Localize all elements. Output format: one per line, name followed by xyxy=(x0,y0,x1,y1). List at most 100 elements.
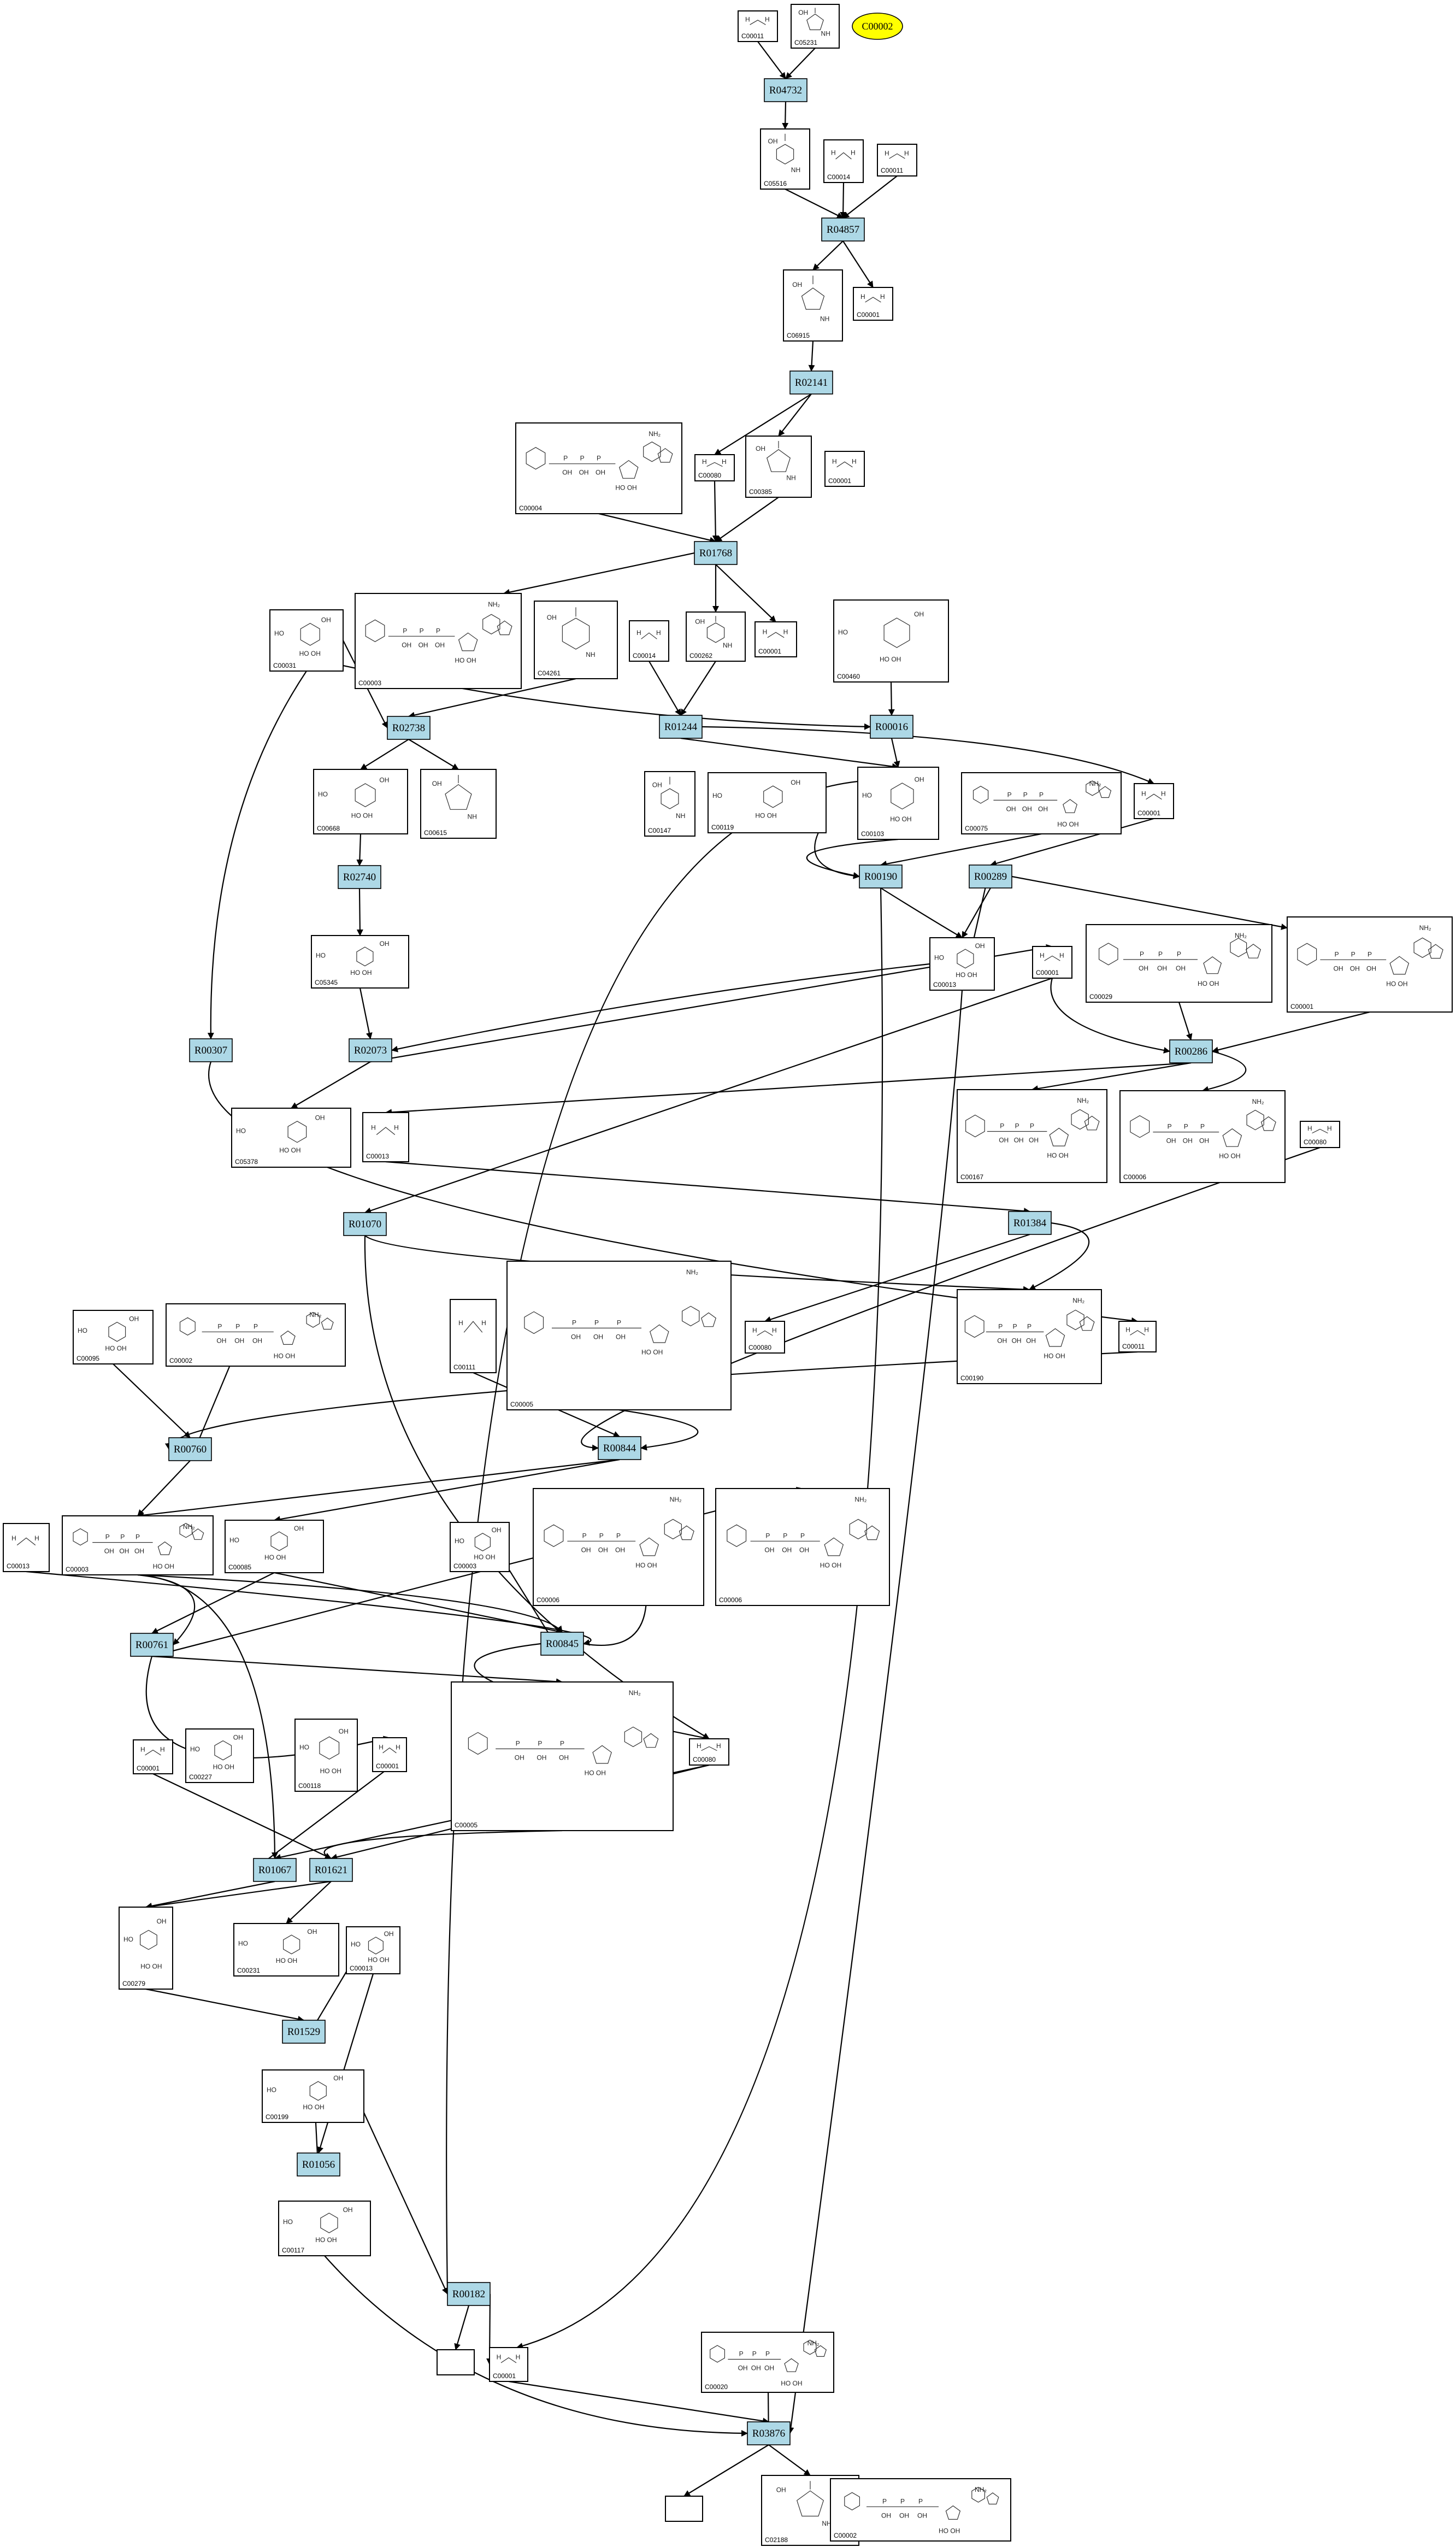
reaction-node[interactable]: R01384 xyxy=(1008,1211,1052,1235)
reaction-node[interactable]: R04732 xyxy=(764,78,807,102)
reaction-node[interactable]: R00761 xyxy=(130,1633,174,1657)
reaction-node[interactable]: R01621 xyxy=(309,1858,353,1882)
reaction-node[interactable]: R00289 xyxy=(969,864,1012,889)
svg-text:HO OH: HO OH xyxy=(276,1957,297,1964)
reaction-node[interactable]: R01070 xyxy=(343,1212,387,1236)
reaction-node[interactable]: R02738 xyxy=(387,716,431,740)
reaction-node[interactable]: R01244 xyxy=(659,715,703,739)
reaction-node[interactable]: R00182 xyxy=(447,2282,491,2306)
reaction-box xyxy=(598,1436,641,1460)
reaction-node[interactable]: R00286 xyxy=(1169,1039,1213,1063)
reaction-node[interactable]: R04857 xyxy=(821,217,865,242)
reaction-node[interactable]: R00845 xyxy=(540,1632,584,1656)
svg-text:P: P xyxy=(800,1532,805,1539)
svg-text:H: H xyxy=(880,293,885,301)
reaction-node[interactable]: R00190 xyxy=(859,864,903,889)
reaction-node[interactable]: R00307 xyxy=(189,1038,233,1062)
reaction-node[interactable]: R02073 xyxy=(349,1038,392,1062)
reaction-node[interactable]: R01529 xyxy=(282,2020,326,2044)
reaction-node[interactable]: R01768 xyxy=(694,541,738,565)
svg-text:NH: NH xyxy=(786,474,795,482)
reaction-node[interactable]: R01056 xyxy=(297,2152,340,2177)
reaction-node[interactable]: R02740 xyxy=(338,865,381,889)
reaction-node[interactable]: R00016 xyxy=(870,715,913,739)
reaction-node[interactable]: R00844 xyxy=(598,1436,641,1460)
start-node[interactable]: C00002 xyxy=(852,13,903,40)
compound-node[interactable] xyxy=(665,2496,703,2522)
reaction-node[interactable]: R01067 xyxy=(253,1858,297,1882)
reaction-node[interactable]: R02141 xyxy=(789,370,833,395)
reaction-node[interactable]: R00760 xyxy=(168,1437,212,1461)
reaction-node[interactable]: R03876 xyxy=(747,2421,791,2445)
compound-node[interactable] xyxy=(437,2349,475,2375)
svg-text:OH: OH xyxy=(1014,1137,1024,1144)
svg-text:HO: HO xyxy=(934,954,944,961)
edge-arrow xyxy=(1029,1222,1090,1290)
svg-text:OH: OH xyxy=(914,610,924,618)
